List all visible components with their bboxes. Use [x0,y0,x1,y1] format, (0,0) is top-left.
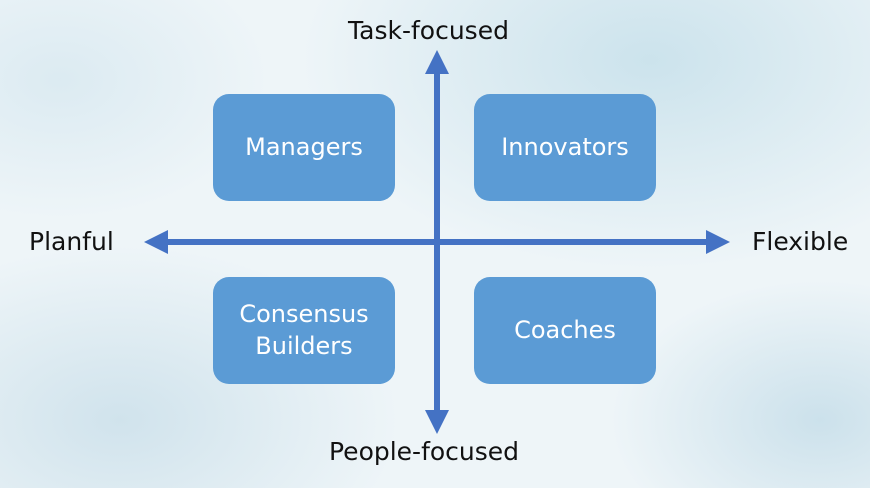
axis-label-left: Planful [29,227,114,256]
axis-label-top: Task-focused [348,16,509,45]
quadrant-consensus-builders: Consensus Builders [213,277,395,384]
quadrant-coaches: Coaches [474,277,656,384]
quadrant-innovators: Innovators [474,94,656,201]
quadrant-managers: Managers [213,94,395,201]
axis-label-right: Flexible [752,227,849,256]
axis-label-bottom: People-focused [329,437,520,466]
